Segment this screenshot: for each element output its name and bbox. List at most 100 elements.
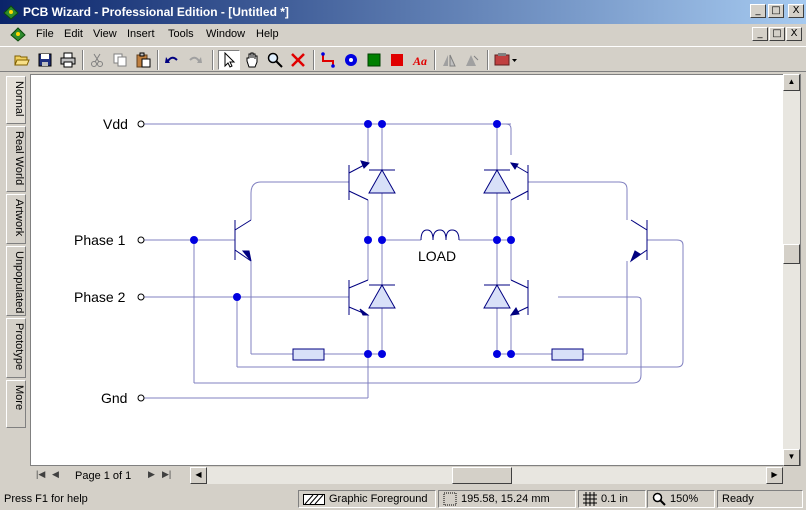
menu-tools[interactable]: Tools — [168, 28, 194, 40]
pointer-icon[interactable] — [218, 50, 240, 70]
inductor-load[interactable] — [420, 229, 460, 241]
transistor-q2[interactable] — [629, 219, 648, 263]
flip-vertical-icon[interactable] — [461, 50, 483, 70]
scroll-right-icon[interactable]: ▶ — [766, 467, 783, 484]
load-label: LOAD — [418, 248, 456, 264]
phase1-label: Phase 1 — [74, 232, 126, 248]
square-pad-icon[interactable] — [363, 50, 385, 70]
page-indicator: Page 1 of 1 — [75, 470, 132, 482]
circuit-diagram: LOAD Vdd Phase — [74, 116, 684, 406]
copy-icon[interactable] — [109, 50, 131, 70]
hatch-pattern-icon — [303, 493, 325, 505]
transistor-q1[interactable] — [234, 219, 252, 262]
undo-icon[interactable] — [161, 50, 183, 70]
phase2-label: Phase 2 — [74, 289, 126, 305]
maximize-button[interactable]: □ — [768, 4, 784, 18]
vertical-scrollbar[interactable]: ▲ ▼ — [783, 74, 800, 466]
status-layer-text: Graphic Foreground — [329, 493, 428, 505]
transistor-q4[interactable] — [348, 279, 370, 316]
document-icon[interactable] — [10, 26, 26, 42]
horizontal-scroll-thumb[interactable] — [452, 467, 512, 484]
zoom-icon[interactable] — [264, 50, 286, 70]
tab-real-world[interactable]: Real World — [6, 126, 26, 192]
minimize-button[interactable]: _ — [750, 4, 766, 18]
tab-artwork[interactable]: Artwork — [6, 194, 26, 244]
cursor-position-icon — [443, 492, 457, 506]
scroll-down-icon[interactable]: ▼ — [783, 449, 800, 466]
component-icon[interactable] — [491, 50, 521, 70]
resistor-r1[interactable] — [292, 348, 325, 361]
terminals — [137, 120, 145, 402]
scroll-left-icon[interactable]: ◀ — [190, 467, 207, 484]
vdd-label: Vdd — [103, 116, 128, 132]
diode-d2[interactable] — [368, 283, 396, 309]
status-coordinates: 195.58, 15.24 mm — [438, 490, 576, 508]
view-side-tabs: Normal Real World Artwork Unpopulated Pr… — [6, 76, 28, 428]
menu-window[interactable]: Window — [206, 28, 246, 40]
menu-edit[interactable]: Edit — [64, 28, 83, 40]
text-icon[interactable]: Aa — [409, 50, 431, 70]
menu-bar: File Edit View Insert Tools Window Help … — [0, 24, 806, 44]
next-page-icon[interactable]: ▶ — [148, 469, 155, 479]
grid-icon — [583, 492, 597, 506]
diode-d3[interactable] — [483, 168, 511, 194]
title-bar: PCB Wizard - Professional Edition - [Unt… — [0, 0, 806, 24]
toolbar: Aa — [0, 46, 806, 72]
doc-restore-button[interactable]: □ — [769, 27, 785, 41]
tab-unpopulated[interactable]: Unpopulated — [6, 246, 26, 316]
wires — [143, 123, 684, 399]
tab-normal[interactable]: Normal — [6, 76, 26, 124]
redo-icon[interactable] — [184, 50, 206, 70]
scroll-up-icon[interactable]: ▲ — [783, 74, 800, 91]
diode-d4[interactable] — [483, 283, 511, 309]
junction-nodes — [190, 120, 515, 358]
horizontal-scrollbar[interactable]: ◀ ▶ — [190, 467, 783, 484]
doc-minimize-button[interactable]: _ — [752, 27, 768, 41]
status-zoom: 150% — [647, 490, 715, 508]
status-state: Ready — [717, 490, 803, 508]
status-layer: Graphic Foreground — [298, 490, 436, 508]
rectangle-icon[interactable] — [386, 50, 408, 70]
cut-icon[interactable] — [86, 50, 108, 70]
status-grid: 0.1 in — [578, 490, 646, 508]
flip-horizontal-icon[interactable] — [438, 50, 460, 70]
track-icon[interactable] — [317, 50, 339, 70]
delete-icon[interactable] — [287, 50, 309, 70]
menu-view[interactable]: View — [93, 28, 117, 40]
open-icon[interactable] — [11, 50, 33, 70]
prev-page-icon[interactable]: ◀ — [52, 469, 59, 479]
last-page-icon[interactable]: ▶| — [162, 469, 172, 479]
status-help-text: Press F1 for help — [4, 493, 88, 505]
schematic-canvas[interactable]: LOAD Vdd Phase — [30, 74, 801, 466]
menu-help[interactable]: Help — [256, 28, 279, 40]
status-coords-text: 195.58, 15.24 mm — [461, 493, 550, 505]
close-button[interactable]: X — [788, 4, 804, 18]
window-title: PCB Wizard - Professional Edition - [Unt… — [23, 5, 289, 19]
transistor-q5[interactable] — [509, 162, 529, 201]
transistor-q3[interactable] — [348, 160, 370, 201]
status-grid-text: 0.1 in — [601, 493, 628, 505]
hand-icon[interactable] — [241, 50, 263, 70]
doc-close-button[interactable]: X — [786, 27, 802, 41]
pcb-wizard-app-icon[interactable] — [3, 4, 19, 20]
resistor-r2[interactable] — [551, 348, 584, 361]
menu-insert[interactable]: Insert — [127, 28, 155, 40]
menu-file[interactable]: File — [36, 28, 54, 40]
diode-d1[interactable] — [368, 168, 396, 194]
save-icon[interactable] — [34, 50, 56, 70]
paste-icon[interactable] — [132, 50, 154, 70]
page-navigation-bar: |◀ ◀ Page 1 of 1 ▶ ▶| ◀ ▶ — [30, 467, 801, 484]
zoom-status-icon — [652, 492, 666, 506]
first-page-icon[interactable]: |◀ — [36, 469, 46, 479]
tab-prototype[interactable]: Prototype — [6, 318, 26, 378]
tab-more[interactable]: More — [6, 380, 26, 428]
vertical-scroll-thumb[interactable] — [783, 244, 800, 264]
status-state-text: Ready — [722, 493, 754, 505]
svg-text:Aa: Aa — [412, 54, 427, 68]
gnd-label: Gnd — [101, 390, 127, 406]
pad-icon[interactable] — [340, 50, 362, 70]
status-zoom-text: 150% — [670, 493, 699, 505]
transistor-q6[interactable] — [509, 279, 529, 316]
print-icon[interactable] — [57, 50, 79, 70]
status-bar: Press F1 for help Graphic Foreground 195… — [0, 488, 806, 510]
